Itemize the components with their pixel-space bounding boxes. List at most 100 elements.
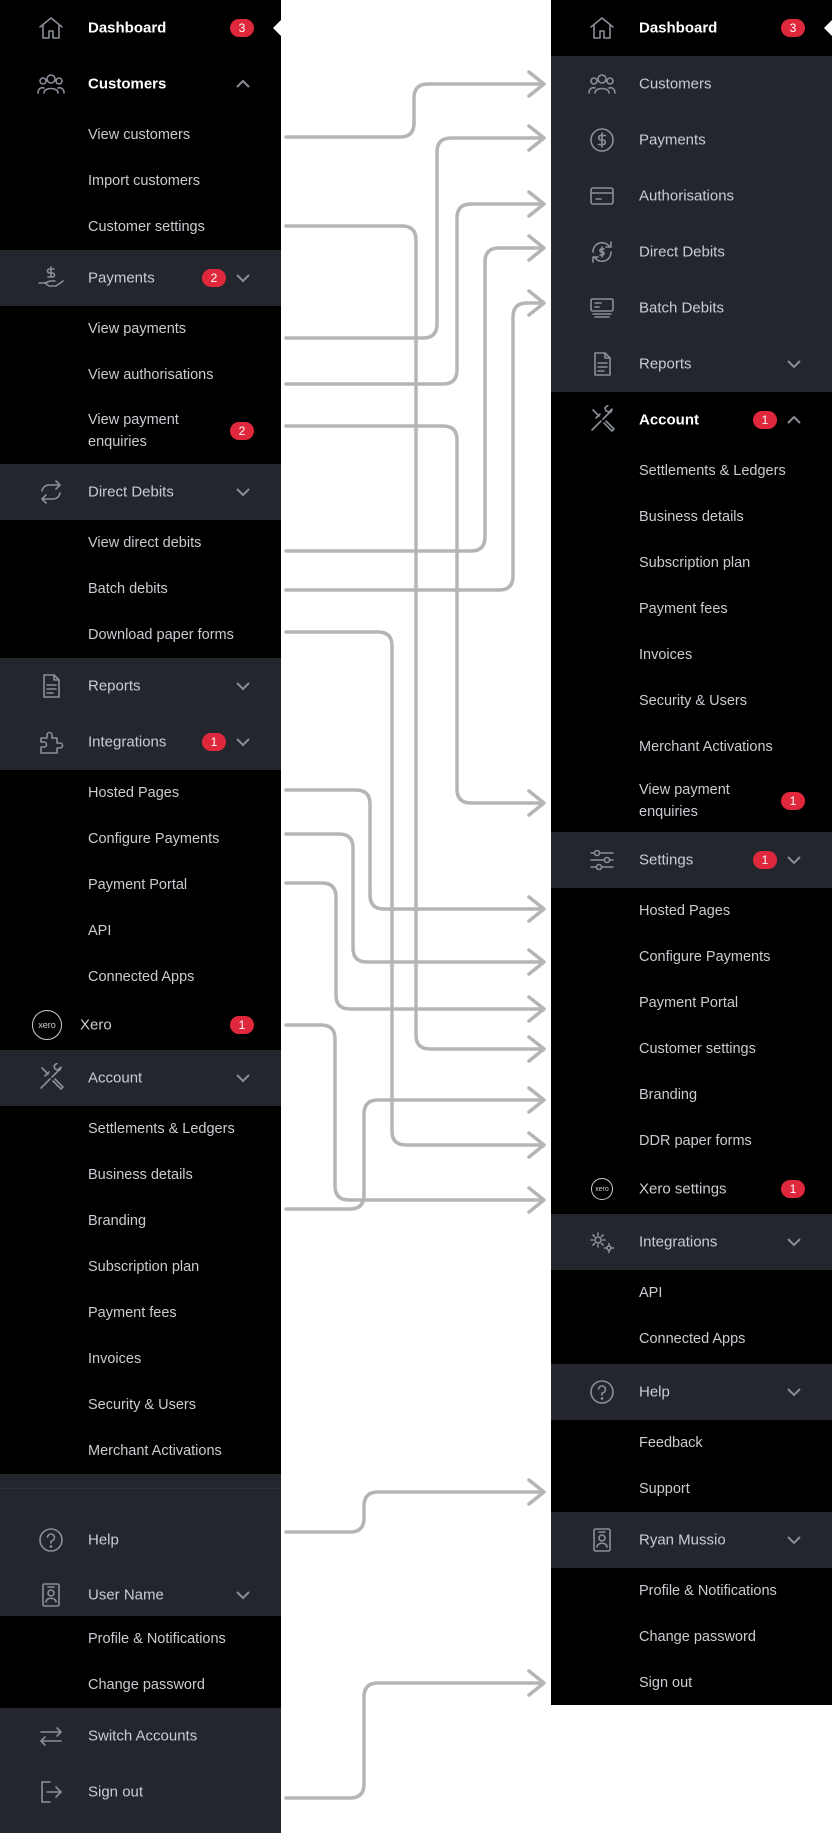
chevron-down-icon[interactable] — [786, 1387, 802, 1397]
nav-customers[interactable]: Customers — [0, 56, 281, 112]
nav-payment-fees[interactable]: Payment fees — [551, 586, 832, 632]
xero-settings-badge: 1 — [781, 1180, 805, 1198]
nav-branding[interactable]: Branding — [551, 1072, 832, 1118]
chevron-down-icon[interactable] — [786, 1535, 802, 1545]
nav-feedback[interactable]: Feedback — [551, 1420, 832, 1466]
nav-dashboard[interactable]: Dashboard 3 — [0, 0, 282, 56]
chevron-down-icon[interactable] — [235, 1590, 251, 1600]
nav-merchant-activations[interactable]: Merchant Activations — [0, 1428, 281, 1474]
nav-reports[interactable]: Reports — [551, 336, 832, 392]
chevron-down-icon[interactable] — [235, 1073, 251, 1083]
arrow-view-payments — [284, 124, 546, 340]
nav-import-customers[interactable]: Import customers — [0, 158, 281, 204]
nav-view-authorisations[interactable]: View authorisations — [0, 352, 281, 398]
nav-subscription-plan[interactable]: Subscription plan — [0, 1244, 281, 1290]
nav-settlements-ledgers[interactable]: Settlements & Ledgers — [0, 1106, 281, 1152]
home-icon — [587, 13, 617, 43]
nav-user[interactable]: Ryan Mussio — [551, 1512, 832, 1568]
nav-settlements-ledgers[interactable]: Settlements & Ledgers — [551, 448, 832, 494]
nav-view-payment-enquiries[interactable]: View payment enquiries 2 — [0, 398, 281, 464]
settlements-ledgers-label: Settlements & Ledgers — [88, 1121, 235, 1137]
nav-download-paper-forms[interactable]: Download paper forms — [0, 612, 281, 658]
nav-security-users[interactable]: Security & Users — [0, 1382, 281, 1428]
nav-invoices[interactable]: Invoices — [0, 1336, 281, 1382]
nav-ddr-paper-forms[interactable]: DDR paper forms — [551, 1118, 832, 1164]
nav-invoices[interactable]: Invoices — [551, 632, 832, 678]
refresh-dollar-icon — [587, 237, 617, 267]
nav-configure-payments[interactable]: Configure Payments — [551, 934, 832, 980]
nav-help[interactable]: Help — [0, 1489, 281, 1574]
arrow-view-authorisations — [284, 190, 546, 386]
download-paper-forms-label: Download paper forms — [88, 627, 234, 643]
nav-merchant-activations[interactable]: Merchant Activations — [551, 724, 832, 770]
nav-integrations[interactable]: Integrations — [551, 1214, 832, 1270]
chevron-down-icon[interactable] — [235, 487, 251, 497]
nav-customer-settings[interactable]: Customer settings — [551, 1026, 832, 1072]
chevron-down-icon[interactable] — [786, 855, 802, 865]
chevron-down-icon[interactable] — [235, 737, 251, 747]
nav-batch-debits[interactable]: Batch Debits — [551, 280, 832, 336]
nav-view-payments[interactable]: View payments — [0, 306, 281, 352]
nav-business-details[interactable]: Business details — [551, 494, 832, 540]
chevron-up-icon[interactable] — [786, 415, 802, 425]
active-pointer-icon — [273, 19, 282, 37]
nav-user[interactable]: User Name — [0, 1574, 281, 1616]
nav-payment-fees[interactable]: Payment fees — [0, 1290, 281, 1336]
nav-sign-out[interactable]: Sign out — [0, 1764, 281, 1820]
nav-view-payment-enquiries[interactable]: View payment enquiries 1 — [551, 770, 832, 832]
view-payment-enquiries-label: View payment enquiries — [88, 412, 179, 450]
nav-account[interactable]: Account 1 — [551, 392, 832, 448]
nav-payment-portal[interactable]: Payment Portal — [0, 862, 281, 908]
nav-payments[interactable]: Payments 2 — [0, 250, 281, 306]
nav-customer-settings[interactable]: Customer settings — [0, 204, 281, 250]
nav-batch-debits[interactable]: Batch debits — [0, 566, 281, 612]
nav-profile-notifications[interactable]: Profile & Notifications — [551, 1568, 832, 1614]
chevron-down-icon[interactable] — [786, 1237, 802, 1247]
nav-api[interactable]: API — [0, 908, 281, 954]
nav-batch-debits-label: Batch Debits — [639, 299, 725, 317]
nav-hosted-pages[interactable]: Hosted Pages — [551, 888, 832, 934]
nav-authorisations[interactable]: Authorisations — [551, 168, 832, 224]
nav-connected-apps[interactable]: Connected Apps — [0, 954, 281, 1000]
nav-payment-portal[interactable]: Payment Portal — [551, 980, 832, 1026]
nav-xero[interactable]: xero Xero 1 — [0, 1000, 281, 1050]
nav-dashboard[interactable]: Dashboard 3 — [551, 0, 832, 56]
nav-direct-debits[interactable]: Direct Debits — [551, 224, 832, 280]
integrations-badge: 1 — [202, 733, 226, 751]
nav-branding[interactable]: Branding — [0, 1198, 281, 1244]
chevron-up-icon[interactable] — [235, 79, 251, 89]
nav-change-password[interactable]: Change password — [0, 1662, 281, 1708]
nav-sign-out[interactable]: Sign out — [551, 1660, 832, 1705]
nav-view-direct-debits[interactable]: View direct debits — [0, 520, 281, 566]
nav-support[interactable]: Support — [551, 1466, 832, 1512]
chevron-down-icon[interactable] — [786, 359, 802, 369]
nav-help[interactable]: Help — [551, 1364, 832, 1420]
nav-payments[interactable]: Payments — [551, 112, 832, 168]
chevron-down-icon[interactable] — [235, 681, 251, 691]
nav-customers[interactable]: Customers — [551, 56, 832, 112]
nav-subscription-plan[interactable]: Subscription plan — [551, 540, 832, 586]
help-circle-icon — [587, 1377, 617, 1407]
nav-business-details[interactable]: Business details — [0, 1152, 281, 1198]
nav-account[interactable]: Account — [0, 1050, 281, 1106]
profile-notifications-label: Profile & Notifications — [88, 1631, 226, 1647]
nav-configure-payments[interactable]: Configure Payments — [0, 816, 281, 862]
support-label: Support — [639, 1481, 690, 1497]
nav-switch-accounts[interactable]: Switch Accounts — [0, 1708, 281, 1764]
batch-debits-label: Batch debits — [88, 581, 168, 597]
nav-integrations[interactable]: Integrations 1 — [0, 714, 281, 770]
nav-view-customers[interactable]: View customers — [0, 112, 281, 158]
nav-change-password[interactable]: Change password — [551, 1614, 832, 1660]
nav-reports[interactable]: Reports — [0, 658, 281, 714]
chevron-down-icon[interactable] — [235, 273, 251, 283]
nav-hosted-pages[interactable]: Hosted Pages — [0, 770, 281, 816]
nav-security-users[interactable]: Security & Users — [551, 678, 832, 724]
nav-profile-notifications[interactable]: Profile & Notifications — [0, 1616, 281, 1662]
nav-xero-settings[interactable]: xero Xero settings 1 — [551, 1164, 832, 1214]
nav-api[interactable]: API — [551, 1270, 832, 1316]
user-badge-icon — [587, 1525, 617, 1555]
sign-out-label: Sign out — [639, 1674, 693, 1691]
nav-connected-apps[interactable]: Connected Apps — [551, 1316, 832, 1362]
nav-direct-debits[interactable]: Direct Debits — [0, 464, 281, 520]
nav-settings[interactable]: Settings 1 — [551, 832, 832, 888]
